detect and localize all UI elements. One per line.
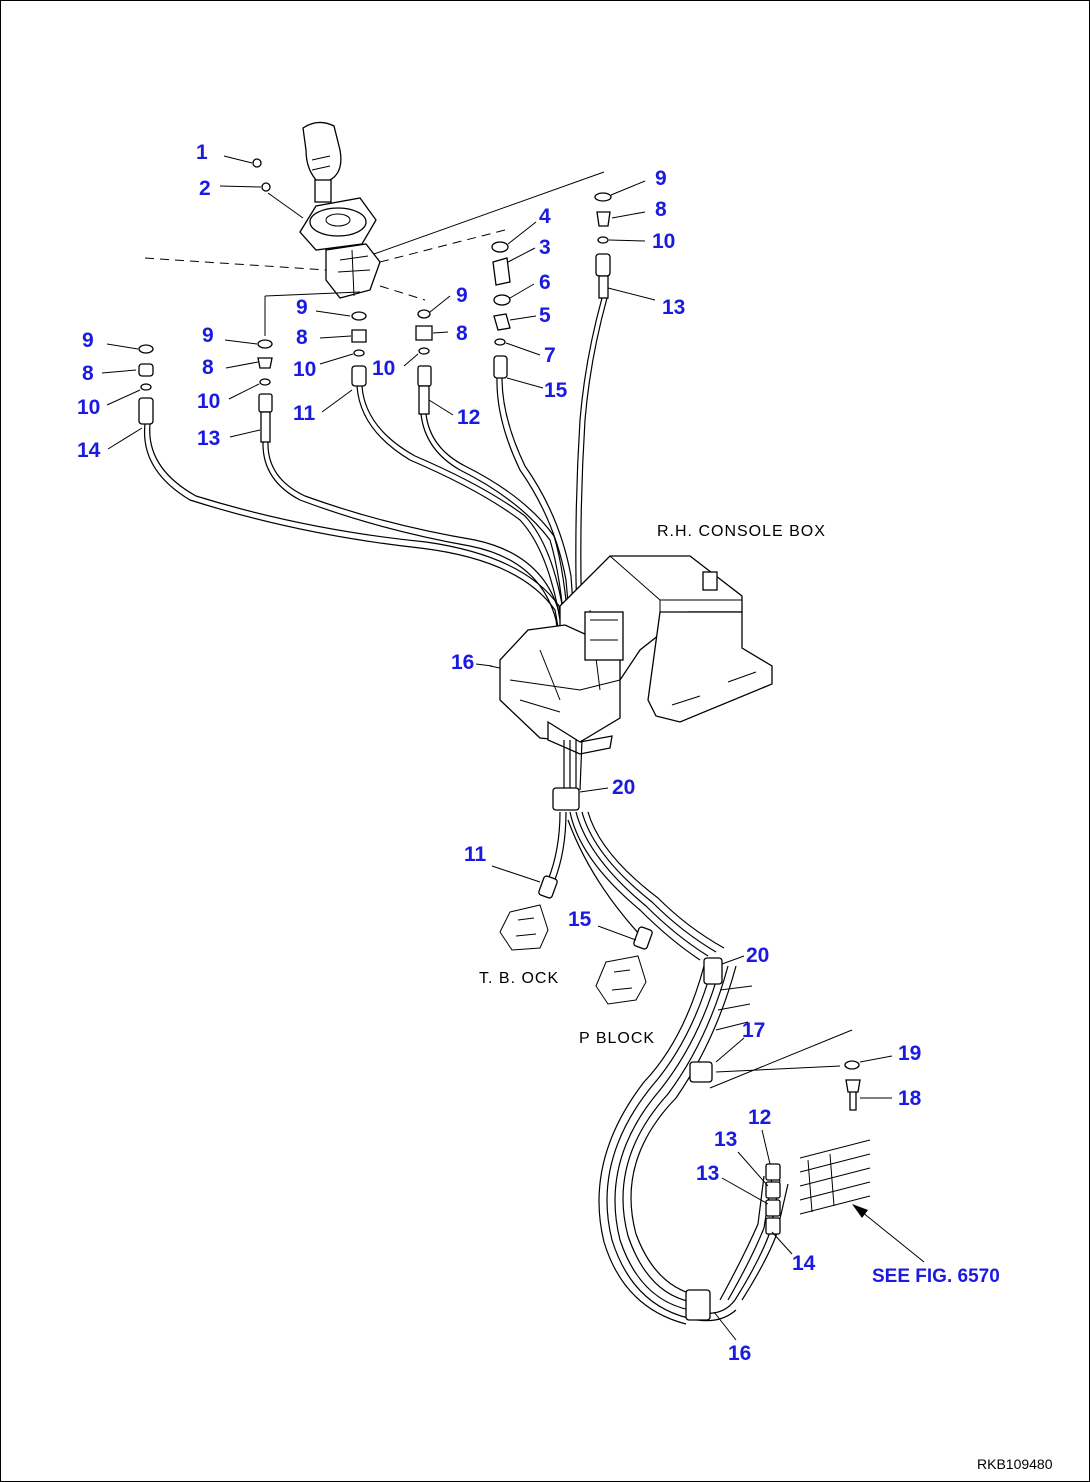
fitting-stack-2 — [224, 339, 273, 443]
item-label-1: 1 — [196, 141, 208, 164]
item-label-9: 9 — [655, 167, 667, 190]
guide-line — [373, 171, 605, 255]
guide-line — [264, 291, 361, 297]
hose-end-11 — [538, 875, 558, 899]
fitting-stack-left — [101, 343, 154, 450]
item-label-13: 13 — [714, 1128, 737, 1151]
item-label-5: 5 — [539, 304, 551, 327]
p-block-sketch — [595, 955, 647, 1005]
item-label-11: 11 — [464, 843, 487, 866]
item-label-9: 9 — [202, 324, 214, 347]
pilot-hoses — [143, 297, 608, 651]
item-label-13: 13 — [197, 427, 220, 450]
item-label-4: 4 — [539, 205, 551, 228]
item-label-9: 9 — [82, 329, 94, 352]
washer-part — [261, 182, 271, 192]
item-label-9: 9 — [456, 284, 468, 307]
item-label-8: 8 — [456, 322, 468, 345]
item-label-15: 15 — [568, 908, 592, 931]
fitting-stack-right — [594, 180, 656, 301]
item-label-17: 17 — [742, 1019, 765, 1042]
t-block-label: T. B. OCK — [479, 970, 559, 987]
item-label-2: 2 — [199, 177, 211, 200]
item-label-15: 15 — [544, 379, 568, 402]
item-label-13: 13 — [662, 296, 685, 319]
item-label-19: 19 — [898, 1042, 921, 1065]
item-label-9: 9 — [296, 296, 308, 319]
item-label-6: 6 — [539, 271, 551, 294]
item-label-14: 14 — [792, 1252, 816, 1275]
item-label-10: 10 — [652, 230, 675, 253]
item-label-13: 13 — [696, 1162, 719, 1185]
see-figure-reference: SEE FIG. 6570 — [872, 1266, 1000, 1287]
fitting-stack-3 — [315, 310, 367, 413]
item-label-12: 12 — [748, 1106, 771, 1129]
guide-line — [379, 285, 426, 301]
fitting-stack-5 — [491, 221, 544, 389]
item-label-10: 10 — [197, 390, 220, 413]
bolt-part — [252, 158, 262, 168]
console-box-label: R.H. CONSOLE BOX — [657, 523, 826, 540]
ppc-valve-lever — [299, 121, 381, 299]
hose-end-15 — [633, 926, 653, 950]
item-label-10: 10 — [77, 396, 100, 419]
item-label-8: 8 — [202, 356, 214, 379]
item-label-11: 11 — [293, 402, 316, 425]
washer-19 — [844, 1060, 860, 1070]
item-label-7: 7 — [544, 344, 556, 367]
item-label-8: 8 — [296, 326, 308, 349]
guide-line — [144, 257, 327, 271]
item-label-16: 16 — [451, 651, 474, 674]
fitting-stack-4 — [403, 295, 454, 416]
item-label-8: 8 — [655, 198, 667, 221]
see-fig-block — [799, 1139, 871, 1215]
t-block-sketch — [499, 904, 549, 951]
guide-line — [379, 229, 506, 263]
bolt-18 — [845, 1079, 861, 1111]
item-label-18: 18 — [898, 1087, 922, 1110]
item-label-12: 12 — [457, 406, 480, 429]
item-label-3: 3 — [539, 236, 551, 259]
drawing-code: RKB109480 — [977, 1456, 1053, 1472]
item-label-8: 8 — [82, 362, 94, 385]
p-block-label: P BLOCK — [579, 1030, 655, 1047]
item-label-16: 16 — [728, 1342, 751, 1365]
guide-line — [709, 1029, 853, 1089]
item-label-20: 20 — [746, 944, 769, 967]
item-label-14: 14 — [77, 439, 101, 462]
guide-line — [715, 1065, 841, 1073]
console-box — [489, 555, 773, 755]
item-label-20: 20 — [612, 776, 635, 799]
item-label-10: 10 — [293, 358, 316, 381]
item-label-10: 10 — [372, 357, 395, 380]
